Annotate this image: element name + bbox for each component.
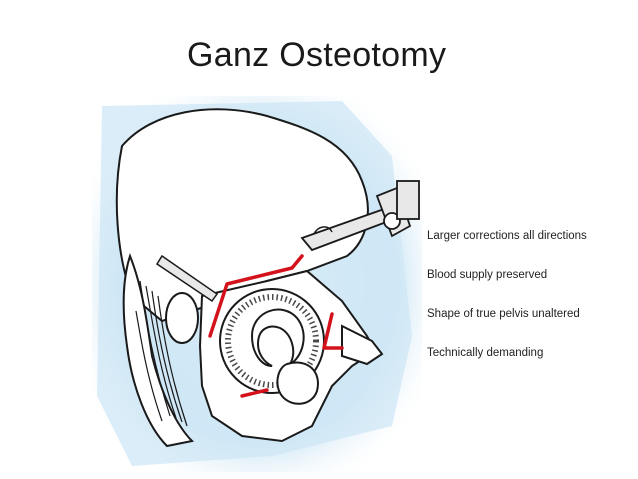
bullet-list: Larger corrections all directions Blood … xyxy=(427,230,637,386)
cut-line-supra-acetabular xyxy=(208,254,304,338)
osteotome-instrument xyxy=(300,180,420,252)
bullet-item: Shape of true pelvis unaltered xyxy=(427,308,580,320)
sacral-hatching xyxy=(135,280,188,427)
retractor-rod xyxy=(155,254,219,303)
slide-title: Ganz Osteotomy xyxy=(187,36,447,74)
acetabulum-stipple xyxy=(225,294,319,388)
osteotomy-cut-lines xyxy=(208,254,344,398)
bullet-item: Technically demanding xyxy=(427,347,544,359)
pubic-ramus xyxy=(341,324,384,366)
bullet-item: Larger corrections all directions xyxy=(427,230,587,242)
obturator-foramen xyxy=(165,292,199,344)
cut-line-pubic xyxy=(322,312,344,350)
cut-line-ischial xyxy=(240,388,269,398)
acetabular-fossa xyxy=(250,308,305,367)
inferior-lump xyxy=(276,361,319,405)
pelvis-osteotomy-illustration xyxy=(92,96,422,472)
bullet-item: Blood supply preserved xyxy=(427,269,548,281)
